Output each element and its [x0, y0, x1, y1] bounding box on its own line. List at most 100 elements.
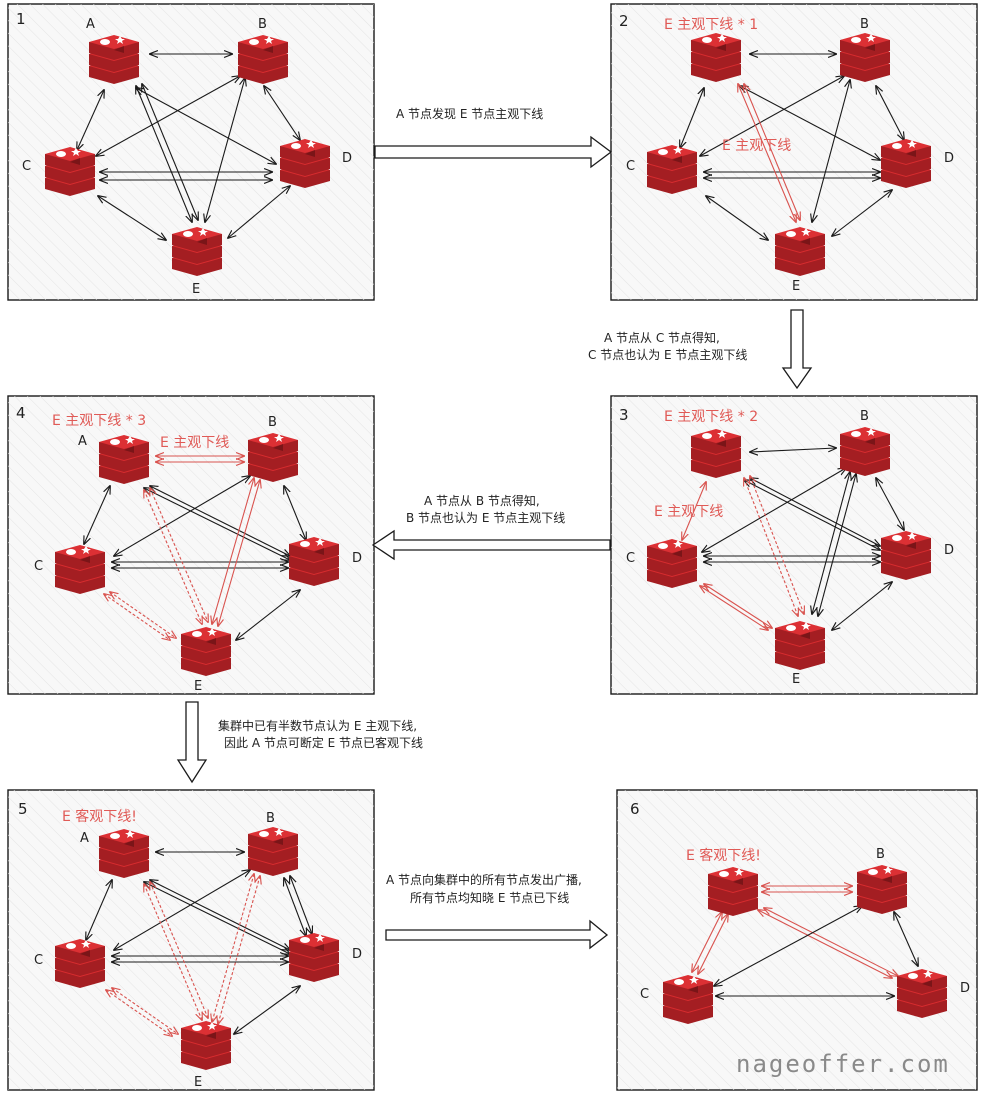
note-odown: E 客观下线! — [62, 808, 137, 825]
note-sdown: E 主观下线 — [160, 435, 229, 451]
arrow-down-icon — [176, 701, 208, 784]
redis-icon — [172, 227, 222, 276]
node-label-e: E — [194, 1075, 202, 1090]
redis-icon — [248, 433, 298, 482]
redis-icon — [840, 33, 890, 82]
node-label-a: A — [80, 831, 89, 846]
node-label-d: D — [960, 981, 970, 996]
redis-icon — [89, 35, 139, 84]
redis-icon — [45, 147, 95, 196]
redis-icon — [181, 627, 231, 676]
redis-icon — [280, 139, 330, 188]
redis-icon — [857, 865, 907, 914]
redis-icon — [840, 427, 890, 476]
panel-5-labels: A B C D E E 客观下线! — [34, 808, 362, 1090]
caption-2-line-1: A 节点从 C 节点得知, — [604, 330, 720, 345]
node-label-d: D — [944, 543, 954, 558]
node-label-a: A — [86, 17, 95, 32]
node-label-b: B — [266, 811, 275, 826]
panel-5-step: 5 — [18, 800, 28, 818]
note-sdown: E 主观下线 — [654, 504, 723, 520]
node-label-d: D — [342, 151, 352, 166]
caption-5-line-2: 所有节点均知晓 E 节点已下线 — [410, 891, 569, 905]
redis-icon — [99, 829, 149, 878]
panel-4-step: 4 — [16, 404, 26, 422]
node-label-e: E — [194, 679, 202, 694]
node-label-d: D — [944, 151, 954, 166]
node-label-c: C — [626, 551, 635, 566]
redis-icon — [691, 429, 741, 478]
panel-3-step: 3 — [619, 406, 629, 424]
node-label-c: C — [22, 159, 31, 174]
panel-6-labels: B C D E 客观下线! — [640, 847, 970, 1002]
transition-captions: A 节点发现 E 节点主观下线 A 节点从 C 节点得知, C 节点也认为 E … — [218, 106, 747, 905]
caption-4-line-1: 集群中已有半数节点认为 E 主观下线, — [218, 718, 417, 733]
node-label-b: B — [258, 17, 267, 32]
caption-2-line-2: C 节点也认为 E 节点主观下线 — [588, 348, 747, 362]
node-label-e: E — [792, 279, 800, 294]
node-label-d: D — [352, 551, 362, 566]
node-label-d: D — [352, 947, 362, 962]
node-label-b: B — [860, 409, 869, 424]
redis-icon — [775, 227, 825, 276]
redis-icon — [181, 1021, 231, 1070]
arrow-down-icon — [781, 309, 813, 390]
node-label-b: B — [860, 17, 869, 32]
redis-icon — [55, 939, 105, 988]
panel-2-labels: B C D E E 主观下线 * 1 E 主观下线 — [626, 17, 954, 294]
redis-icon — [647, 539, 697, 588]
node-label-a: A — [78, 434, 87, 449]
panel-6-hatch — [617, 790, 977, 1090]
panel-3-labels: B C D E E 主观下线 * 2 E 主观下线 — [626, 409, 954, 687]
redis-icon — [289, 933, 339, 982]
caption-5-line-1: A 节点向集群中的所有节点发出广播, — [386, 872, 582, 887]
transition-arrows — [176, 135, 813, 950]
redis-icon — [55, 545, 105, 594]
watermark: nageoffer.com — [736, 1050, 950, 1078]
panel-4-edges — [84, 456, 306, 640]
caption-4-line-2: 因此 A 节点可断定 E 节点已客观下线 — [224, 735, 423, 750]
node-label-e: E — [192, 282, 200, 297]
panel-1-labels: A B C D E — [22, 17, 352, 297]
panel-6-step: 6 — [630, 800, 640, 818]
node-label-c: C — [34, 953, 43, 968]
note-sdown-count: E 主观下线 * 1 — [664, 17, 758, 33]
caption-1-line-1: A 节点发现 E 节点主观下线 — [396, 106, 543, 121]
redis-icon — [691, 33, 741, 82]
redis-icon — [881, 139, 931, 188]
panel-1-edges — [77, 54, 300, 240]
note-odown: E 客观下线! — [686, 847, 761, 864]
redis-icon — [238, 35, 288, 84]
panel-5-edges — [86, 852, 312, 1036]
node-label-b: B — [876, 847, 885, 862]
redis-icon — [289, 537, 339, 586]
panel-2-edges — [680, 54, 904, 240]
panel-1-step: 1 — [16, 10, 26, 28]
redis-icon — [99, 435, 149, 484]
redis-icon — [248, 827, 298, 876]
note-sdown-count: E 主观下线 * 2 — [664, 409, 758, 425]
node-label-c: C — [640, 987, 649, 1002]
panel-6-edges — [692, 886, 918, 996]
redis-icon — [881, 531, 931, 580]
arrow-right-icon — [374, 135, 613, 169]
redis-icon — [708, 867, 758, 916]
note-sdown: E 主观下线 — [722, 138, 791, 154]
panel-4-labels: A B C D E E 主观下线 * 3 E 主观下线 — [34, 413, 362, 694]
note-sdown-count: E 主观下线 * 3 — [52, 413, 146, 429]
redis-icon — [663, 975, 713, 1024]
arrow-left-icon — [371, 529, 611, 561]
redis-icon — [775, 621, 825, 670]
panel-3-edges — [682, 448, 904, 630]
caption-3-line-2: B 节点也认为 E 节点主观下线 — [406, 511, 565, 525]
panel-2-step: 2 — [619, 12, 629, 30]
node-label-e: E — [792, 672, 800, 687]
redis-icon — [897, 969, 947, 1018]
caption-3-line-1: A 节点从 B 节点得知, — [424, 493, 540, 508]
node-label-c: C — [626, 159, 635, 174]
node-label-b: B — [268, 415, 277, 430]
arrow-right-icon — [385, 919, 609, 950]
node-label-c: C — [34, 559, 43, 574]
redis-icon — [647, 145, 697, 194]
